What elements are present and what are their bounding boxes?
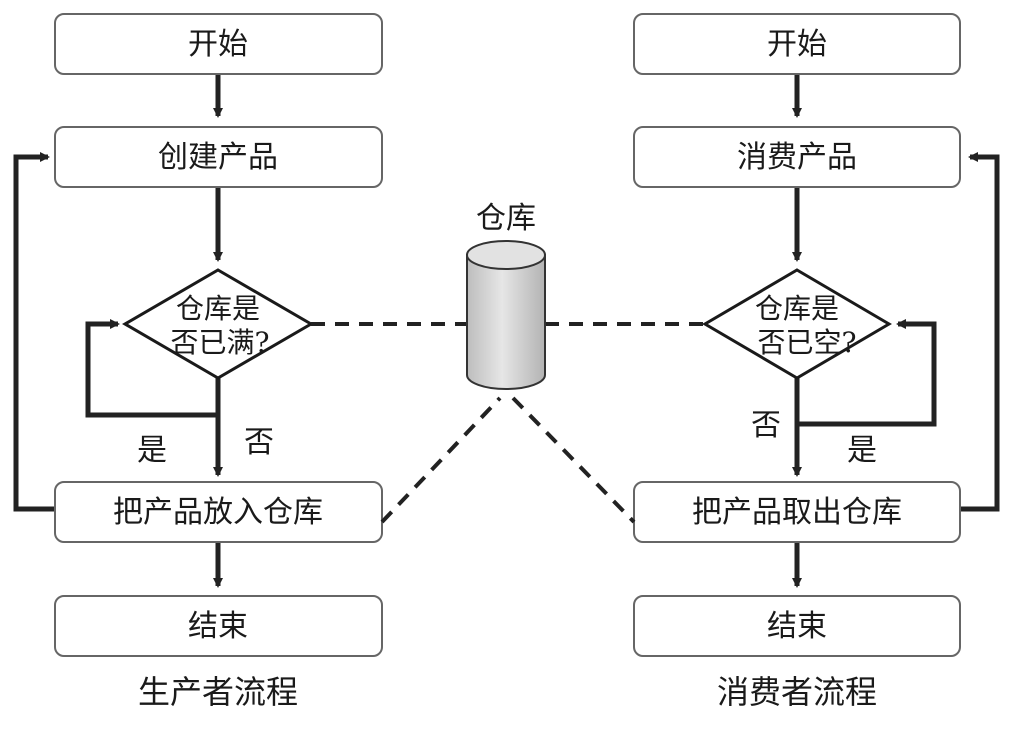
producer-end-box <box>54 595 383 657</box>
consumer-start-box <box>633 13 961 75</box>
consumer-end-label: 结束 <box>767 609 827 644</box>
producer-caption: 生产者流程 <box>138 673 298 711</box>
consumer-yes-label: 是 <box>847 433 877 468</box>
warehouse-label: 仓库 <box>476 201 536 236</box>
producer-yes-label: 是 <box>137 433 167 468</box>
producer-no-label: 否 <box>244 425 274 460</box>
consumer-caption: 消费者流程 <box>717 673 877 711</box>
producer-start-label: 开始 <box>188 27 248 62</box>
consumer-consume-label: 消费产品 <box>737 140 857 175</box>
producer-arrow-yes-loop <box>85 319 218 418</box>
consumer-check-diamond <box>702 268 892 380</box>
producer-create-label: 创建产品 <box>158 140 278 175</box>
consumer-check-line1: 仓库是 <box>755 292 839 325</box>
producer-create-box <box>54 126 383 188</box>
producer-end-label: 结束 <box>188 609 248 644</box>
producer-action-label: 把产品放入仓库 <box>113 495 323 530</box>
consumer-arrow-loop-back <box>960 152 1000 512</box>
producer-arrow-loop-back <box>13 152 55 512</box>
consumer-action-label: 把产品取出仓库 <box>692 495 902 530</box>
consumer-no-label: 否 <box>751 408 781 443</box>
consumer-arrow-yes-loop <box>797 319 937 427</box>
consumer-end-box <box>633 595 961 657</box>
consumer-check-line2: 否已空? <box>757 326 856 359</box>
producer-check-line2: 否已满? <box>170 326 269 359</box>
warehouse-cylinder <box>466 240 546 390</box>
consumer-start-label: 开始 <box>767 27 827 62</box>
consumer-action-box <box>633 481 961 543</box>
dashed-link-producer-action <box>380 396 502 524</box>
producer-check-diamond <box>122 268 314 380</box>
dashed-link-consumer-action <box>511 396 636 524</box>
consumer-consume-box <box>633 126 961 188</box>
producer-action-box <box>54 481 383 543</box>
producer-check-line1: 仓库是 <box>176 292 260 325</box>
producer-start-box <box>54 13 383 75</box>
